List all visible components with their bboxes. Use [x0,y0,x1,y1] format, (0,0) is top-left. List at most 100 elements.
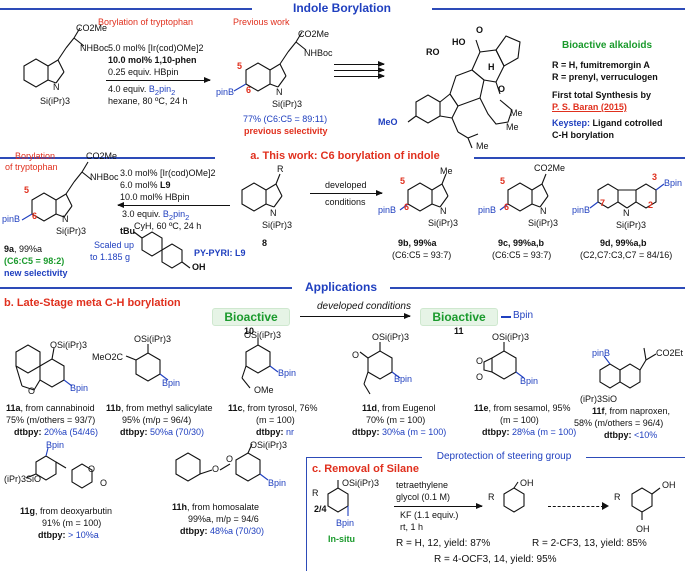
a-reaction-arrow-right [310,190,383,196]
11g-dtbpy-label: dtbpy: [38,530,68,540]
compound-11g-structure [25,447,93,489]
c-final-oh2: OH [636,524,650,534]
11c-line1-text: , from tyrosol, 76% [242,403,318,413]
alk-meo: MeO [378,117,398,127]
a9d-pinb-left: pinB [572,205,591,215]
a9a-selectivity: (C6:C5 = 98:2) [4,256,65,266]
11e-o2: O [476,372,484,382]
11b-meo2c: MeO2C [92,352,124,362]
a9d-pos3: 3 [652,172,658,182]
alk-me1: Me [510,108,523,118]
a-borylation-label-2: of tryptophan [5,162,58,172]
11f-dtbpy-val: <10% [634,430,658,440]
a-dev-cond-1: developed [325,180,367,190]
a9c-co2me: CO2Me [534,163,566,173]
a9c-n: N [540,206,547,216]
11g-o1: O [88,464,96,474]
11e-dtbpy: dtbpy: 28%a (m = 100) [482,427,576,438]
a9d-pos7: 7 [600,198,606,208]
compound-11c-structure [241,338,279,389]
pw-pinb: pinB [216,87,235,97]
11e-dtbpy-val: 28%a (m = 100) [512,427,577,437]
section-c-final-structure [631,487,661,520]
top-divider-right [432,8,685,10]
a9d-yield: 9d, 99%a,b [600,238,647,248]
keystep-label: Keystep: Ligand cotrolled [552,118,663,129]
a-dev-cond-2: conditions [325,197,366,207]
11e-line2: (m = 100) [500,415,539,425]
ligand-l9-structure [133,231,191,269]
11b-dtbpy-label: dtbpy: [120,427,150,437]
pw-pos5: 5 [237,61,243,71]
11d-bpin: Bpin [394,374,413,384]
keystep-prefix: Keystep: [552,118,591,128]
a-cond-3: 10.0 mol% HBpin [120,192,190,202]
pw-result: 77% (C6:C5 = 89:11) [243,114,328,124]
11g-dtbpy: dtbpy: > 10%a [38,530,99,541]
11f-line2: 58% (m/others = 96/4) [574,418,664,428]
11c-line2: (m = 100) [256,415,295,425]
previous-work-product-structure [233,31,307,92]
applications-divider-right [390,287,685,289]
11g-isio: (iPr)3SiO [4,474,42,484]
product-9d-structure [589,183,665,209]
11g-line1: 11g, from deoxyarbutin [20,506,112,517]
b-label-11: 11 [454,326,464,336]
keystep-text2: C-H borylation [552,130,614,140]
b-reaction-arrow [300,313,411,319]
a-cond-2-l9: L9 [160,180,171,190]
11d-name: 11d [362,403,378,413]
b-bpin-key-label: Bpin [513,310,534,321]
compound-11f-structure [599,347,657,389]
pw-co2me: CO2Me [298,29,330,39]
section-a-divider-left [0,157,215,159]
11h-o2: O [226,454,234,464]
11a-line2: 75% (m/others = 93/7) [6,415,96,425]
product-9c-structure [499,173,549,212]
a9a-yield: 9a, 99%a [4,244,42,255]
11d-osi: OSi(iPr)3 [372,332,410,342]
multistep-arrow-3 [334,73,385,79]
a9c-sel: (C6:C5 = 93:7) [492,250,552,260]
11b-line1-text: , from methyl salicylate [121,403,213,413]
b-label-10: 10 [244,326,255,336]
product-9b-structure [399,173,449,212]
11h-dtbpy: dtbpy: 48%a (70/30) [180,526,264,537]
alk-o1: O [476,25,484,35]
11b-dtbpy: dtbpy: 50%a (70/30) [120,427,204,438]
11h-line1: 11h, from homosalate [172,502,259,513]
section-c-top-left [306,457,422,458]
11a-o: O [28,386,36,396]
sub8-r: R [277,164,284,174]
11h-dtbpy-label: dtbpy: [180,526,210,536]
c-final-r: R [614,492,621,502]
11a-dtbpy: dtbpy: 20%a (54/46) [14,427,98,438]
sub8-n: N [270,208,277,218]
a9a-pinb: pinB [2,214,21,224]
a9b-si: Si(iPr)3 [428,218,459,228]
11c-dtbpy-val: nr [286,427,295,437]
a9b-n: N [440,206,447,216]
a9c-yield: 9c, 99%a,b [498,238,545,248]
11d-o: O [352,350,360,360]
header-deprotection: Deprotection of steering group [436,451,572,462]
alk-me2: Me [506,122,519,132]
11a-name: 11a [6,403,21,413]
r-prenyl-label: R = prenyl, verruculogen [552,72,658,82]
11c-ome: OMe [254,385,274,395]
c-dashed-arrow [548,506,604,507]
a-cond-5: CyH, 60 ºC, 24 h [134,221,202,231]
11g-dtbpy-val: > 10%a [68,530,99,540]
multistep-arrow-1 [334,61,385,67]
top-divider-left [0,8,252,10]
11h-line2: 99%a, m/p = 94/6 [188,514,259,524]
11a-bpin: Bpin [70,383,89,393]
11e-dtbpy-label: dtbpy: [482,427,512,437]
11c-bpin: Bpin [278,368,297,378]
top-sm-n: N [53,82,60,92]
alk-o2: O [498,84,506,94]
11a-osi: OSi(iPr)3 [50,340,88,350]
11e-line1-text: , from sesamol, 95% [488,403,571,413]
11f-line1-text: , from naproxen, [604,406,671,416]
11g-name: 11g [20,506,36,516]
